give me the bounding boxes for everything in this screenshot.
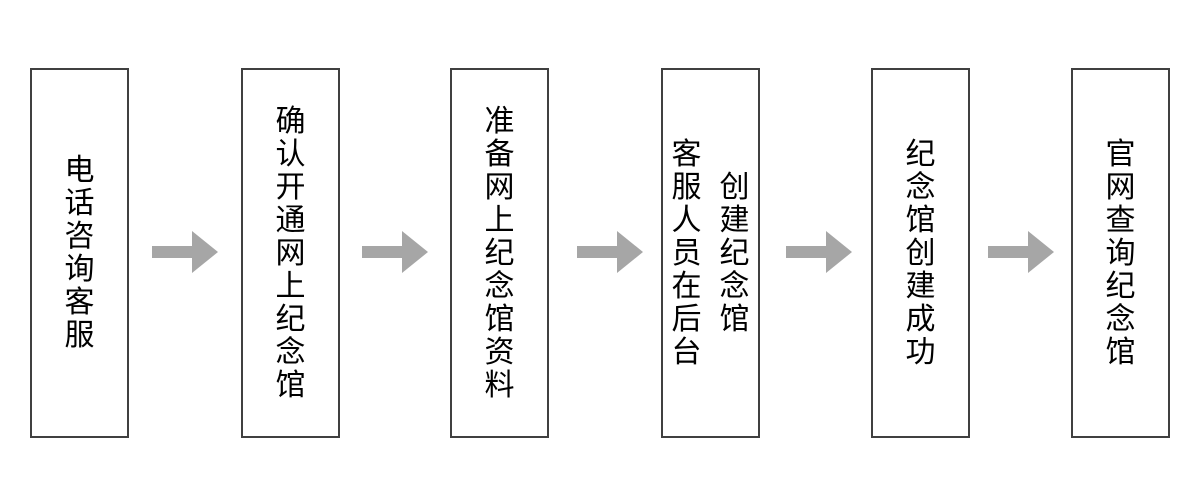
step-box-prepare-materials: 准备网上纪念馆资料 xyxy=(450,68,549,438)
flow-arrow-icon-5 xyxy=(988,231,1054,273)
step-label-staff-create-col2: 创建纪念馆 xyxy=(719,169,750,337)
step-box-create-success: 纪念馆创建成功 xyxy=(871,68,970,438)
step-label-phone-consult: 电话咨询客服 xyxy=(64,153,95,353)
step-box-staff-create: 客服人员在后台 创建纪念馆 xyxy=(661,68,760,438)
step-label-confirm-open: 确认开通网上纪念馆 xyxy=(275,103,306,403)
step-label-create-success: 纪念馆创建成功 xyxy=(905,136,936,370)
step-box-phone-consult: 电话咨询客服 xyxy=(30,68,129,438)
step-box-confirm-open: 确认开通网上纪念馆 xyxy=(241,68,340,438)
flow-arrow-icon-3 xyxy=(577,231,643,273)
step-label-staff-create-col1: 客服人员在后台 xyxy=(671,136,702,370)
flow-arrow-icon-4 xyxy=(786,231,852,273)
flow-arrow-icon-2 xyxy=(362,231,428,273)
step-label-query-official-site: 官网查询纪念馆 xyxy=(1105,136,1136,370)
flow-arrow-icon-1 xyxy=(152,231,218,273)
step-box-query-official-site: 官网查询纪念馆 xyxy=(1071,68,1170,438)
step-label-prepare-materials: 准备网上纪念馆资料 xyxy=(484,103,515,403)
